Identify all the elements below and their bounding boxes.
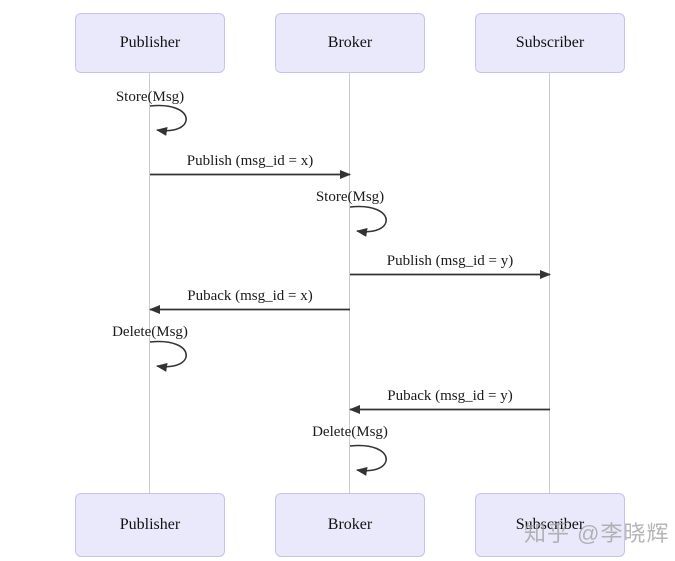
watermark-zhihu: 知乎 @李晓辉 — [524, 521, 670, 546]
actor-label-publisher-top: Publisher — [119, 34, 181, 51]
actor-box-broker-top: Broker — [275, 13, 425, 73]
actor-box-subscriber-bottom: Subscriber — [475, 493, 625, 557]
message-label-publish-y: Publish (msg_id = y) — [386, 253, 514, 269]
actor-label-broker-top: Broker — [327, 34, 373, 51]
actor-label-broker-bottom: Broker — [327, 516, 373, 533]
self-loop-delete-publisher — [149, 340, 187, 372]
message-label-store-broker: Store(Msg) — [315, 189, 385, 205]
actor-label-subscriber-bottom: Subscriber — [515, 516, 585, 533]
self-loop-store-broker — [349, 205, 387, 237]
actor-box-publisher-top: Publisher — [75, 13, 225, 73]
message-label-delete-broker: Delete(Msg) — [312, 424, 388, 440]
actor-label-publisher-bottom: Publisher — [119, 516, 181, 533]
self-loop-delete-broker — [349, 444, 387, 476]
message-label-puback-x: Puback (msg_id = x) — [187, 288, 313, 304]
actor-box-broker-bottom: Broker — [275, 493, 425, 557]
self-loop-store-publisher — [149, 104, 187, 136]
lifeline-subscriber — [549, 72, 550, 493]
actor-box-publisher-bottom: Publisher — [75, 493, 225, 557]
actor-box-subscriber-top: Subscriber — [475, 13, 625, 73]
message-label-store-publisher: Store(Msg) — [115, 89, 185, 105]
message-label-publish-x: Publish (msg_id = x) — [186, 153, 314, 169]
message-label-delete-publisher: Delete(Msg) — [112, 324, 188, 340]
actor-label-subscriber-top: Subscriber — [515, 34, 585, 51]
lifeline-broker — [349, 72, 350, 493]
lifeline-publisher — [149, 72, 150, 493]
message-label-puback-y: Puback (msg_id = y) — [387, 388, 513, 404]
